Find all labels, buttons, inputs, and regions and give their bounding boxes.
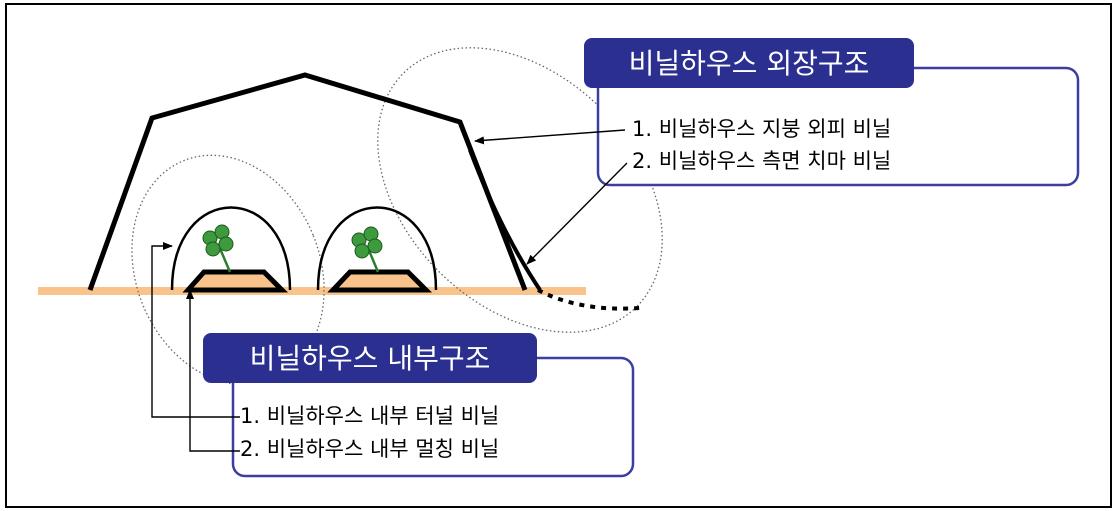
arrow-side-skirt-film — [526, 162, 628, 265]
arrow-tunnel-film — [151, 242, 240, 418]
clover-plant-icon — [351, 226, 383, 273]
outer-structure-title-box — [584, 38, 914, 88]
inner-structure-title: 비닐하우스 내부구조 — [250, 342, 491, 375]
clover-plant-icon — [202, 224, 234, 273]
outer-structure-item-1: 1. 비닐하우스 지붕 외피 비닐 — [632, 117, 891, 141]
arrow-roof-film — [474, 129, 626, 145]
outer-structure-callout: 비닐하우스 외장구조 1. 비닐하우스 지붕 외피 비닐 2. 비닐하우스 측면… — [584, 38, 1080, 187]
inner-structure-item-2: 2. 비닐하우스 내부 멀칭 비닐 — [240, 437, 499, 461]
inner-structure-callout: 비닐하우스 내부구조 1. 비닐하우스 내부 터널 비닐 2. 비닐하우스 내부… — [203, 333, 635, 478]
outer-structure-item-2: 2. 비닐하우스 측면 치마 비닐 — [632, 149, 891, 173]
inner-structure-title-box — [203, 333, 537, 383]
arrow-mulching-film — [186, 289, 240, 452]
ground-line — [38, 287, 586, 295]
inner-structure-item-1: 1. 비닐하우스 내부 터널 비닐 — [240, 404, 499, 428]
mulching-bed-right — [327, 269, 433, 293]
greenhouse-side-skirt-film — [468, 149, 542, 292]
inner-tunnel-film-left — [170, 206, 292, 291]
outer-structure-title: 비닐하우스 외장구조 — [629, 47, 870, 80]
mulching-bed-left — [182, 269, 289, 293]
inner-tunnel-film-right — [316, 206, 438, 291]
greenhouse-side-skirt-extension — [537, 288, 641, 311]
